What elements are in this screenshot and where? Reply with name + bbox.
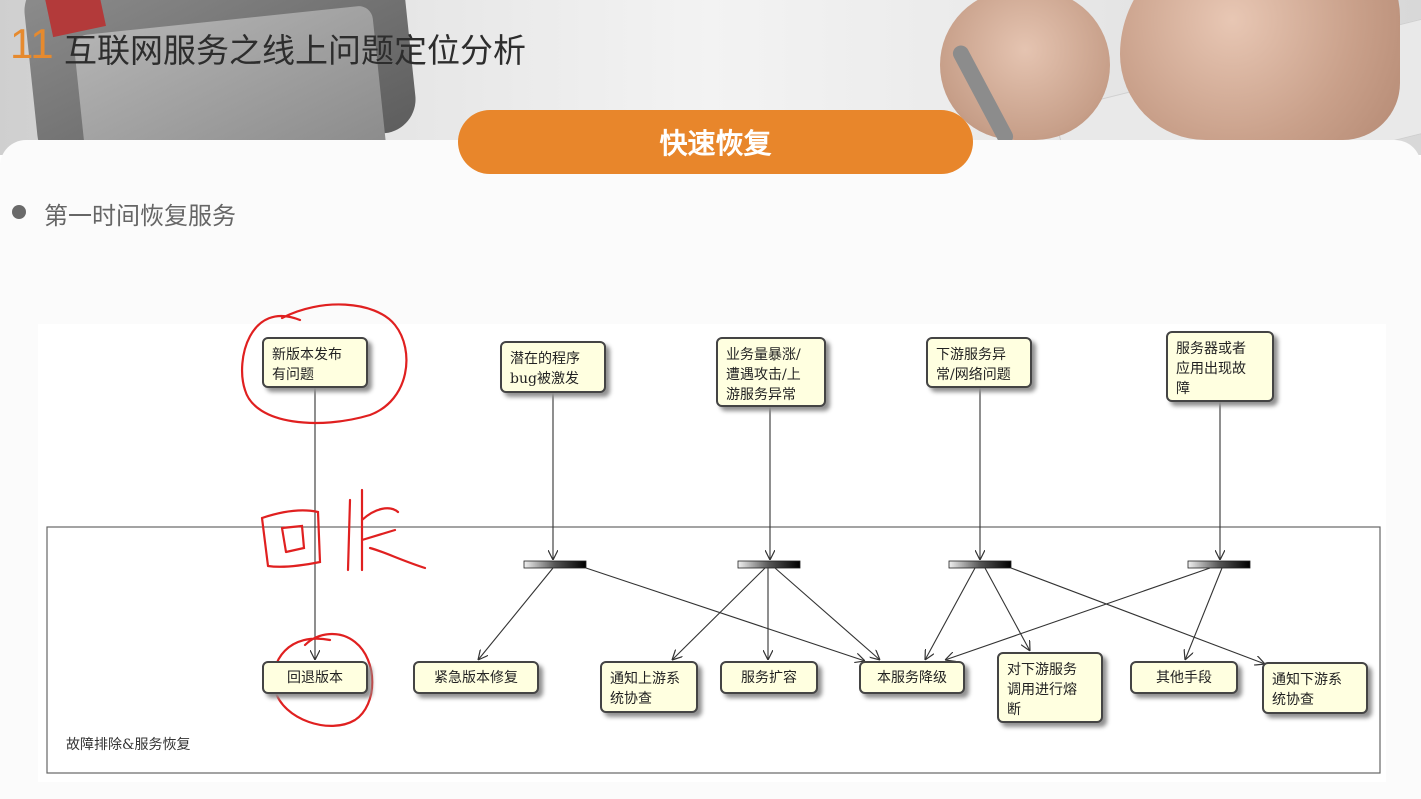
arrow-bar4-a7 bbox=[1185, 567, 1223, 660]
bullet-text: 第一时间恢复服务 bbox=[44, 202, 236, 230]
action-text: 服务扩容 bbox=[741, 670, 797, 686]
action-degrade: 本服务降级 bbox=[859, 661, 965, 694]
sync-bar-4 bbox=[1187, 560, 1251, 569]
cause-text: 应用出现故 bbox=[1176, 361, 1246, 377]
cause-traffic-surge: 业务量暴涨/ 遭遇攻击/上 游服务异常 bbox=[716, 337, 826, 407]
action-text: 通知下游系 bbox=[1272, 672, 1342, 688]
cause-text: 潜在的程序 bbox=[510, 351, 580, 367]
action-text: 紧急版本修复 bbox=[434, 670, 518, 686]
cause-server-failure: 服务器或者 应用出现故 障 bbox=[1166, 331, 1274, 402]
action-rollback: 回退版本 bbox=[262, 661, 368, 694]
cause-new-release: 新版本发布 有问题 bbox=[262, 337, 368, 388]
hand-image-right bbox=[1120, 0, 1400, 140]
frame-label: 故障排除&服务恢复 bbox=[66, 737, 191, 753]
action-notify-downstream: 通知下游系 统协查 bbox=[1262, 662, 1368, 714]
action-text: 调用进行熔 bbox=[1007, 682, 1077, 698]
cause-text: 游服务异常 bbox=[726, 387, 796, 403]
bullet-icon bbox=[12, 205, 26, 219]
arrow-bar3-a8 bbox=[1010, 567, 1265, 664]
sync-bar-3 bbox=[948, 560, 1012, 569]
frame-border bbox=[46, 526, 1381, 774]
handwritten-annotations bbox=[241, 303, 427, 727]
arrow-bar2-a3 bbox=[672, 567, 766, 660]
cause-text: 下游服务异 bbox=[936, 347, 1006, 363]
action-other: 其他手段 bbox=[1130, 661, 1238, 694]
action-hotfix: 紧急版本修复 bbox=[413, 661, 539, 694]
arrow-bar3-a5 bbox=[925, 567, 976, 660]
cause-text: 常/网络问题 bbox=[936, 367, 1011, 383]
cause-text: 服务器或者 bbox=[1176, 341, 1246, 357]
action-text: 对下游服务 bbox=[1007, 662, 1077, 678]
action-text: 通知上游系 bbox=[610, 671, 680, 687]
action-scale-out: 服务扩容 bbox=[720, 661, 818, 694]
action-text: 其他手段 bbox=[1156, 670, 1212, 686]
arrow-bar4-a5 bbox=[945, 567, 1211, 660]
cause-downstream-network: 下游服务异 常/网络问题 bbox=[926, 337, 1032, 388]
cause-text: 遭遇攻击/上 bbox=[726, 367, 801, 383]
arrow-bar2-a5 bbox=[774, 567, 880, 660]
action-circuit-break: 对下游服务 调用进行熔 断 bbox=[997, 652, 1103, 723]
arrow-bar3-a6 bbox=[984, 567, 1030, 651]
cause-text: 障 bbox=[1176, 381, 1190, 397]
cause-text: 新版本发布 bbox=[272, 347, 342, 363]
handwritten-char-2 bbox=[346, 488, 427, 572]
slide-number: 11 bbox=[10, 20, 54, 67]
cause-text: 有问题 bbox=[272, 367, 314, 383]
cause-latent-bug: 潜在的程序 bug被激发 bbox=[500, 341, 606, 393]
diagram-background bbox=[38, 324, 1386, 782]
circle-annotation-bottom bbox=[272, 633, 374, 727]
sync-bar-2 bbox=[737, 560, 801, 569]
cause-text: 业务量暴涨/ bbox=[726, 347, 801, 363]
section-pill: 快速恢复 bbox=[458, 110, 973, 174]
action-text: 统协查 bbox=[1272, 692, 1314, 708]
action-notify-upstream: 通知上游系 统协查 bbox=[600, 661, 698, 713]
cause-text: bug被激发 bbox=[510, 371, 579, 387]
arrow-bar1-a2 bbox=[478, 567, 554, 660]
handwritten-char-1 bbox=[260, 509, 322, 568]
slide-title: 互联网服务之线上问题定位分析 bbox=[64, 31, 526, 70]
action-text: 本服务降级 bbox=[877, 670, 947, 686]
sync-bar-1 bbox=[523, 560, 587, 569]
circle-annotation-top bbox=[241, 303, 408, 424]
action-text: 断 bbox=[1007, 702, 1021, 718]
action-text: 回退版本 bbox=[287, 670, 343, 686]
arrow-bar1-a5 bbox=[585, 567, 865, 661]
action-text: 统协查 bbox=[610, 691, 652, 707]
